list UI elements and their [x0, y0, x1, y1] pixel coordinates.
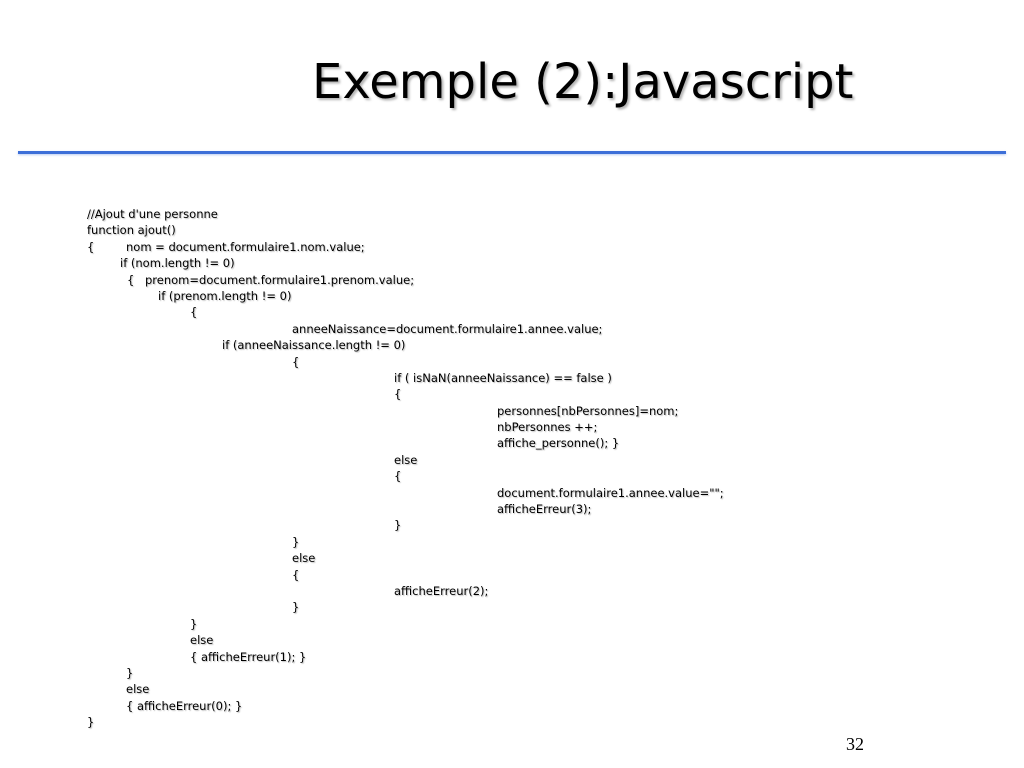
code-text: if ( isNaN(anneeNaissance) == false )	[394, 370, 612, 385]
code-text: }	[87, 715, 95, 730]
code-line: personnes[nbPersonnes]=nom;	[0, 403, 1024, 419]
code-line: if (nom.length != 0)	[0, 255, 1024, 271]
code-line: { prenom=document.formulaire1.prenom.valu…	[0, 272, 1024, 288]
code-line: {	[0, 567, 1024, 583]
code-text: {	[87, 239, 95, 254]
code-text: anneeNaissance=document.formulaire1.anne…	[292, 321, 603, 336]
code-line: afficheErreur(2);	[0, 583, 1024, 599]
code-line: else	[0, 681, 1024, 697]
code-line: affiche_personne(); }	[0, 435, 1024, 451]
code-text: else	[126, 682, 150, 697]
code-text: }	[292, 600, 300, 615]
code-text: }	[126, 665, 134, 680]
code-line: {	[0, 354, 1024, 370]
code-text: {	[292, 567, 300, 582]
code-line: { nom = document.formulaire1.nom.value;	[0, 239, 1024, 255]
code-text: {	[292, 354, 300, 369]
code-line: //Ajout d'une personne	[0, 206, 1024, 222]
code-line: function ajout()	[0, 222, 1024, 238]
code-line: nbPersonnes ++;	[0, 419, 1024, 435]
code-line: }	[0, 517, 1024, 533]
slide-title: Exemple (2):Javascript	[312, 54, 854, 110]
code-line: if (prenom.length != 0)	[0, 288, 1024, 304]
code-text: }	[394, 518, 402, 533]
code-text: {	[127, 272, 135, 287]
code-line: { afficheErreur(0); }	[0, 698, 1024, 714]
code-line: {	[0, 468, 1024, 484]
code-text: }	[292, 534, 300, 549]
code-text: nom = document.formulaire1.nom.value;	[126, 239, 365, 254]
code-text: if (prenom.length != 0)	[158, 288, 292, 303]
code-text: affiche_personne(); }	[497, 436, 620, 451]
code-block: //Ajout d'une personne function ajout() …	[0, 206, 1024, 731]
code-line: }	[0, 534, 1024, 550]
code-text: {	[190, 305, 198, 320]
code-line: if (anneeNaissance.length != 0)	[0, 337, 1024, 353]
code-text: document.formulaire1.annee.value="";	[497, 485, 724, 500]
slide-number: 32	[846, 734, 864, 754]
code-line: afficheErreur(3);	[0, 501, 1024, 517]
code-line: if ( isNaN(anneeNaissance) == false )	[0, 370, 1024, 386]
code-text: prenom=document.formulaire1.prenom.value…	[145, 272, 415, 287]
code-text: else	[190, 633, 214, 648]
code-text: if (anneeNaissance.length != 0)	[222, 338, 406, 353]
code-line: }	[0, 616, 1024, 632]
code-text: //Ajout d'une personne	[87, 207, 218, 221]
code-line: else	[0, 550, 1024, 566]
code-line: }	[0, 714, 1024, 730]
code-text: personnes[nbPersonnes]=nom;	[497, 403, 679, 418]
code-text: {	[394, 469, 402, 484]
code-line: }	[0, 665, 1024, 681]
code-line: { afficheErreur(1); }	[0, 649, 1024, 665]
code-text: { afficheErreur(1); }	[190, 649, 307, 664]
code-line: else	[0, 452, 1024, 468]
code-text: function ajout()	[87, 223, 176, 238]
code-text: if (nom.length != 0)	[120, 256, 235, 271]
code-line: anneeNaissance=document.formulaire1.anne…	[0, 321, 1024, 337]
code-text: nbPersonnes ++;	[497, 420, 598, 435]
code-line: else	[0, 632, 1024, 648]
code-line: {	[0, 386, 1024, 402]
code-line: document.formulaire1.annee.value="";	[0, 485, 1024, 501]
code-line: }	[0, 599, 1024, 615]
code-text: else	[394, 452, 418, 467]
code-line: {	[0, 304, 1024, 320]
code-text: }	[190, 616, 198, 631]
code-text: afficheErreur(2);	[394, 583, 489, 598]
title-divider	[18, 151, 1006, 154]
code-text: else	[292, 551, 316, 566]
code-text: {	[394, 387, 402, 402]
code-text: afficheErreur(3);	[497, 502, 592, 517]
code-text: { afficheErreur(0); }	[126, 698, 243, 713]
